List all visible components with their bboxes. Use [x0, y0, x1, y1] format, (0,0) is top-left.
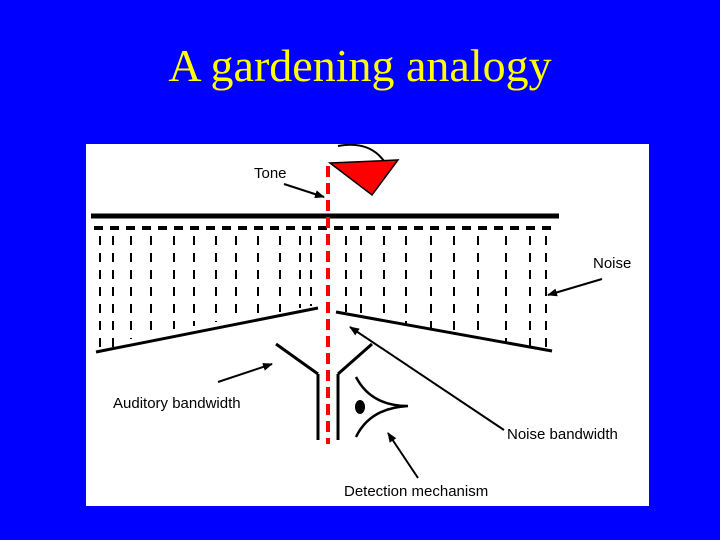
label-noise-bandwidth: Noise bandwidth [507, 426, 618, 443]
noise-streaks [99, 236, 547, 351]
arrow-noise-bandwidth [349, 326, 505, 431]
label-auditory-bandwidth: Auditory bandwidth [113, 395, 241, 412]
noise-funnel-left [95, 306, 319, 354]
arrow-auditory-bandwidth [217, 363, 273, 383]
diagram-panel: Tone Noise Auditory bandwidth Noise band… [86, 144, 649, 506]
watering-can-icon [327, 144, 400, 197]
label-detection-mechanism: Detection mechanism [344, 483, 489, 500]
label-noise: Noise [593, 255, 632, 272]
arrow-detection-mechanism [387, 432, 419, 479]
slide-title: A gardening analogy [168, 40, 552, 91]
gardening-diagram [91, 144, 603, 479]
auditory-filter-right [337, 342, 373, 376]
eye-icon [354, 376, 409, 438]
label-tone: Tone [254, 165, 287, 182]
noise-funnel-right [335, 310, 553, 353]
arrow-tone [283, 183, 325, 199]
auditory-filter-left [275, 342, 319, 376]
arrow-noise [547, 278, 603, 297]
